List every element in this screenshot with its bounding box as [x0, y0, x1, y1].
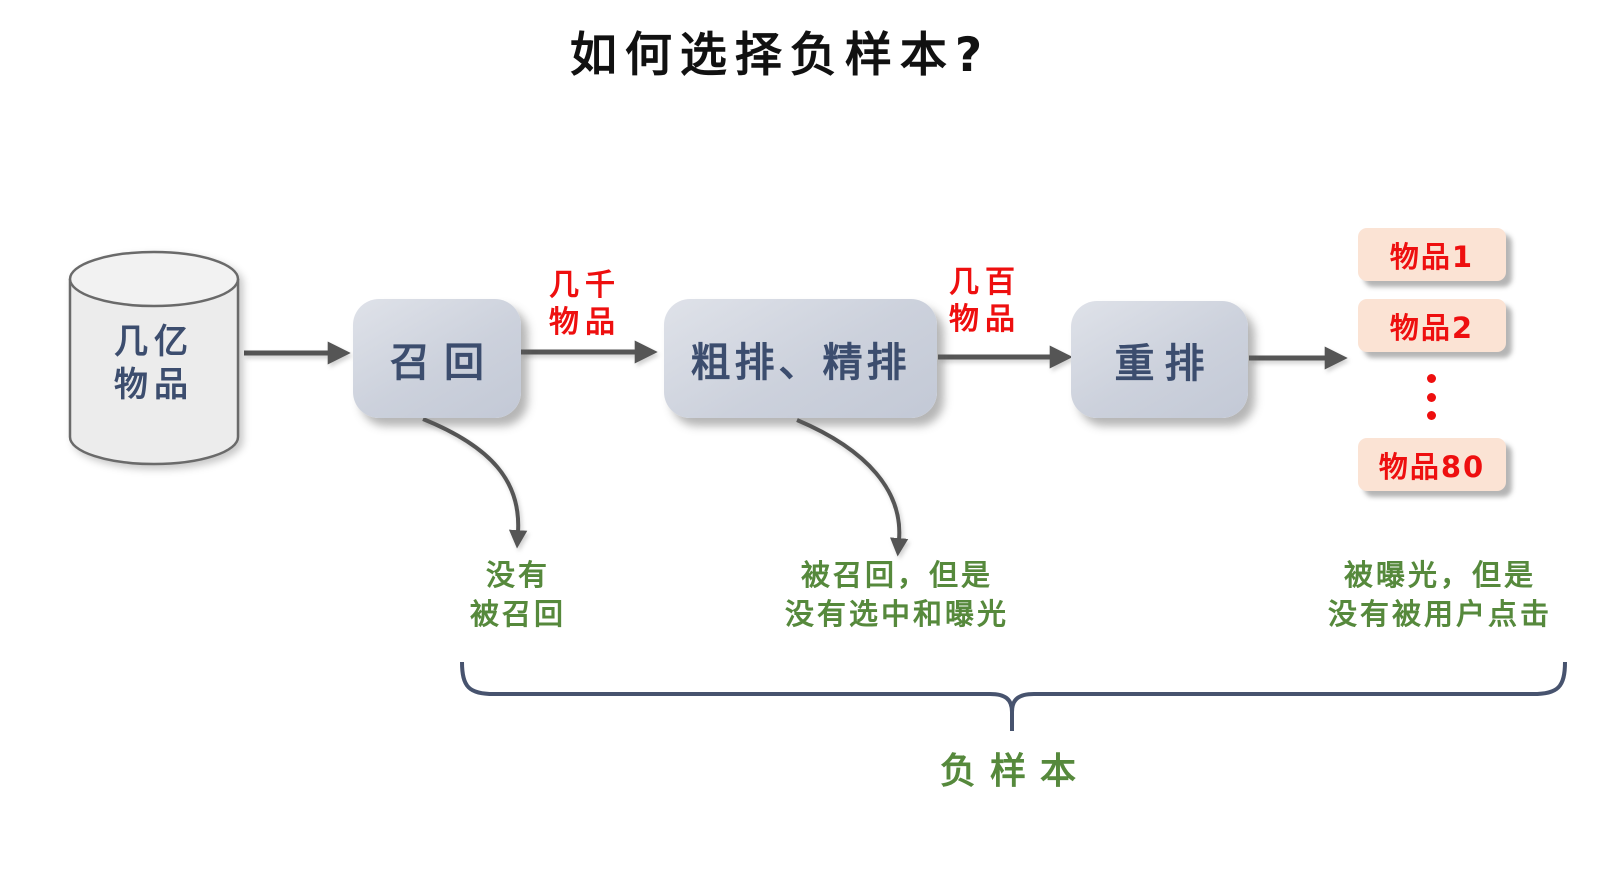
stage-recall-box: 召回: [353, 299, 521, 418]
output-item-card-80: 物品80: [1358, 438, 1506, 491]
output-item-card-1: 物品1: [1358, 228, 1506, 281]
edge-label-hundreds: 几百 物品: [905, 264, 1065, 338]
edge-label-thousands-line1: 几千: [549, 268, 621, 303]
edge-label-hundreds-line2: 物品: [949, 302, 1021, 337]
note-exposed-not-clicked: 被曝光，但是 没有被用户点击: [1280, 556, 1597, 634]
diagram-title: 如何选择负样本?: [569, 28, 991, 83]
note-recalled-not-exposed: 被召回，但是 没有选中和曝光: [737, 556, 1057, 634]
source-label: 几亿 物品: [68, 321, 240, 407]
cylinder-shape-icon: [68, 250, 240, 466]
source-label-line2: 物品: [114, 365, 194, 405]
stage-recall-label: 召回: [390, 339, 498, 386]
edge-label-thousands-line2: 物品: [549, 305, 621, 340]
stage-rerank-box: 重排: [1071, 301, 1248, 418]
note-not-recalled: 没有 被召回: [408, 556, 628, 634]
source-label-line1: 几亿: [114, 322, 194, 362]
edge-label-thousands: 几千 物品: [505, 267, 665, 341]
negative-samples-caption: 负样本: [939, 751, 1090, 792]
negative-samples-brace: [460, 661, 1567, 731]
item-database-cylinder: 几亿 物品: [68, 249, 240, 469]
output-item-card-2: 物品2: [1358, 299, 1506, 352]
note-not-recalled-line1: 没有: [485, 558, 550, 592]
output-item-2-label: 物品2: [1389, 310, 1475, 345]
note-exposed-not-clicked-line2: 没有被用户点击: [1327, 597, 1552, 631]
ellipsis-dot: [1426, 411, 1436, 420]
stage-rank-label: 粗排、精排: [690, 339, 911, 386]
edge-label-hundreds-line1: 几百: [949, 265, 1021, 300]
stage-rerank-label: 重排: [1114, 340, 1215, 387]
note-recalled-not-exposed-line1: 被召回，但是: [800, 558, 993, 592]
output-item-1-label: 物品1: [1389, 239, 1475, 274]
vertical-ellipsis-icon: [1424, 374, 1438, 420]
curved-arrow-recall-note: [422, 417, 528, 549]
ellipsis-dot: [1426, 374, 1436, 383]
note-not-recalled-line2: 被召回: [469, 597, 566, 631]
output-item-80-label: 物品80: [1378, 449, 1486, 484]
note-exposed-not-clicked-line1: 被曝光，但是: [1343, 558, 1536, 592]
note-recalled-not-exposed-line2: 没有选中和曝光: [784, 597, 1009, 631]
ellipsis-dot: [1426, 392, 1436, 402]
stage-rank-box: 粗排、精排: [664, 299, 937, 418]
curved-arrow-rank-note: [796, 418, 909, 557]
